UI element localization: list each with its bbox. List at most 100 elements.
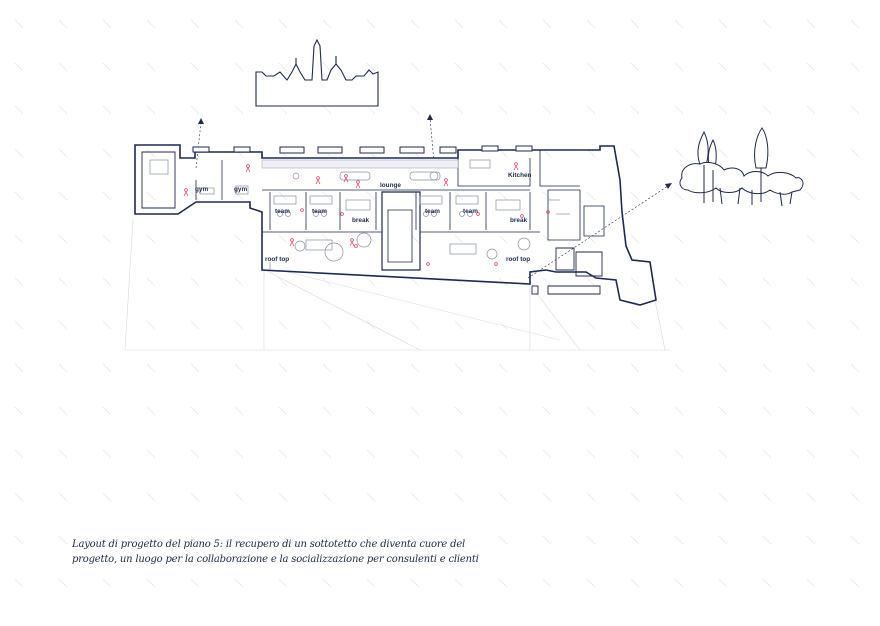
hatch-mark [762, 62, 772, 72]
room-label-roof-top-2: roof top [506, 256, 530, 263]
hatch-mark [718, 449, 728, 459]
hatch-mark [586, 578, 596, 588]
hatch-mark [674, 62, 684, 72]
room-label-lounge: lounge [380, 182, 401, 189]
hatch-mark [278, 449, 288, 459]
pine-trees-silhouette [679, 127, 804, 207]
caption-line-2: progetto, un luogo per la collaborazione… [72, 554, 479, 565]
hatch-mark [850, 449, 860, 459]
hatch-mark [806, 449, 816, 459]
hatch-mark [674, 105, 684, 115]
hatch-mark [234, 535, 244, 545]
hatch-mark [806, 492, 816, 502]
hatch-mark [674, 191, 684, 201]
figure-caption: Layout di progetto del piano 5: il recup… [72, 537, 532, 567]
hatch-mark [806, 191, 816, 201]
hatch-mark [586, 19, 596, 29]
hatch-mark [630, 535, 640, 545]
hatch-mark [674, 406, 684, 416]
hatch-mark [146, 492, 156, 502]
hatch-mark [630, 578, 640, 588]
hatch-mark [718, 578, 728, 588]
roof-hatch-band [261, 159, 459, 169]
hatch-mark [850, 277, 860, 287]
hatch-mark [586, 62, 596, 72]
hatch-mark [410, 578, 420, 588]
hatch-mark [14, 492, 24, 502]
hatch-mark [586, 492, 596, 502]
hatch-mark [674, 320, 684, 330]
hatch-mark [322, 449, 332, 459]
hatch-mark [190, 535, 200, 545]
hatch-mark [190, 492, 200, 502]
hatch-mark [850, 578, 860, 588]
hatch-mark [498, 320, 508, 330]
hatch-mark [366, 449, 376, 459]
hatch-mark [366, 191, 376, 201]
hatch-mark [58, 320, 68, 330]
hatch-mark [102, 406, 112, 416]
room-label-team-3: team [425, 208, 440, 215]
hatch-mark [278, 62, 288, 72]
hatch-mark [806, 148, 816, 158]
room-label-break-2: break [510, 217, 527, 224]
hatch-mark [718, 148, 728, 158]
hatch-mark [586, 449, 596, 459]
hatch-mark [586, 535, 596, 545]
hatch-mark [322, 62, 332, 72]
hatch-mark [58, 578, 68, 588]
hatch-mark [498, 19, 508, 29]
hatch-mark [14, 449, 24, 459]
facade-windows [192, 145, 533, 154]
hatch-mark [806, 578, 816, 588]
hatch-mark [762, 191, 772, 201]
hatch-mark [498, 234, 508, 244]
hatch-mark [102, 19, 112, 29]
hatch-mark [454, 105, 464, 115]
hatch-mark [850, 363, 860, 373]
hatch-mark [410, 406, 420, 416]
hatch-mark [58, 62, 68, 72]
hatch-mark [14, 535, 24, 545]
hatch-mark [322, 535, 332, 545]
hatch-mark [850, 19, 860, 29]
hatch-mark [366, 406, 376, 416]
hatch-mark [586, 363, 596, 373]
hatch-mark [674, 363, 684, 373]
hatch-mark [850, 320, 860, 330]
hatch-mark [498, 578, 508, 588]
hatch-mark [410, 105, 420, 115]
hatch-mark [630, 492, 640, 502]
room-label-break-1: break [352, 217, 369, 224]
hatch-mark [234, 320, 244, 330]
hatch-mark [762, 105, 772, 115]
hatch-mark [190, 578, 200, 588]
furniture [149, 159, 570, 270]
hatch-mark [630, 363, 640, 373]
hatch-mark [14, 320, 24, 330]
hatch-mark [322, 320, 332, 330]
room-label-team-2: team [312, 208, 327, 215]
hatch-mark [762, 363, 772, 373]
hatch-mark [806, 406, 816, 416]
hatch-mark [454, 492, 464, 502]
hatch-mark [498, 492, 508, 502]
hatch-mark [542, 363, 552, 373]
room-label-gym-1: gym [195, 186, 208, 193]
hatch-mark [498, 62, 508, 72]
hatch-mark [630, 62, 640, 72]
hatch-mark [806, 277, 816, 287]
hatch-mark [718, 105, 728, 115]
hatch-mark [58, 191, 68, 201]
hatch-mark [850, 234, 860, 244]
hatch-mark [718, 363, 728, 373]
hatch-mark [146, 578, 156, 588]
hatch-mark [58, 148, 68, 158]
hatch-mark [102, 234, 112, 244]
hatch-mark [146, 406, 156, 416]
hatch-mark [850, 105, 860, 115]
hatch-mark [762, 492, 772, 502]
hatch-mark [542, 578, 552, 588]
hatch-mark [410, 277, 420, 287]
